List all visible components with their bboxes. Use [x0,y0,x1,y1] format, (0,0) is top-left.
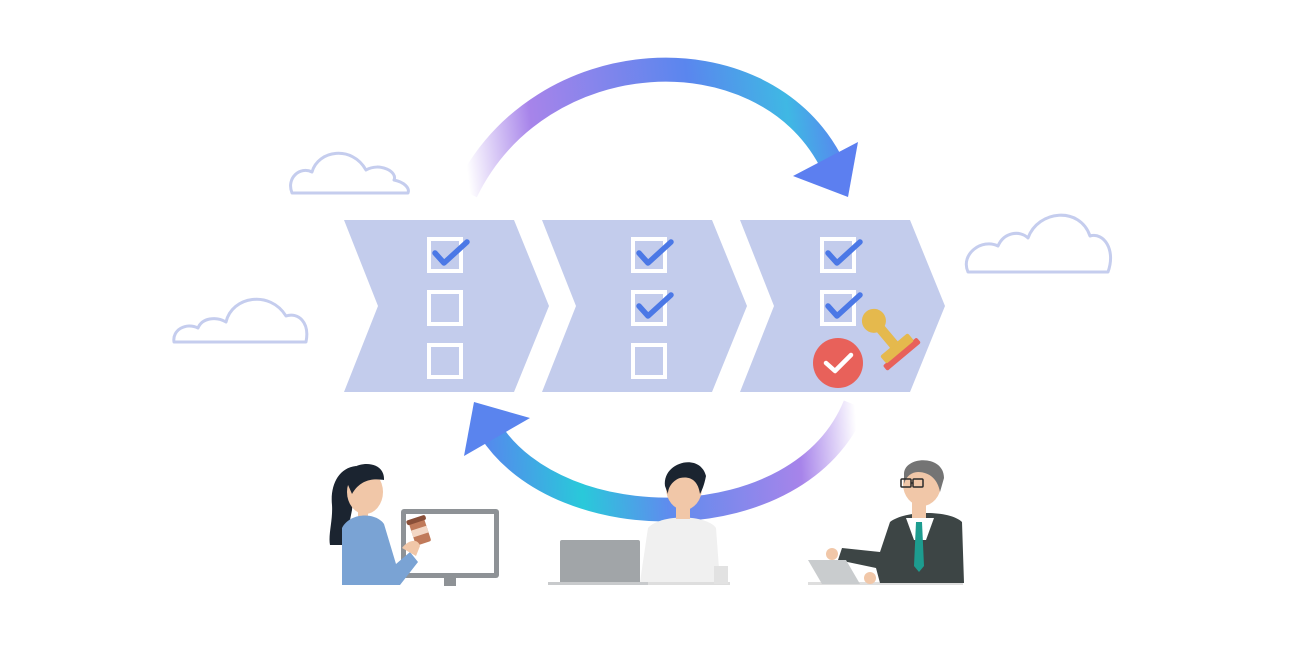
woman-with-coffee-at-monitor [329,464,499,586]
hair [664,462,706,494]
checkbox-icon [427,237,463,273]
rubber-stamp-icon [861,308,921,371]
checkbox-icon [820,237,856,273]
approval-check-icon [813,338,863,388]
laptop [808,560,860,584]
laptop [560,540,640,584]
checkmark-icon [825,292,863,319]
businessman-with-laptop [808,460,964,585]
checkmark-icon [432,239,470,266]
hair [904,460,944,492]
man-shirt [640,517,720,582]
workflow-stage-2 [542,220,747,392]
tie [914,522,924,572]
approval-group [813,308,921,388]
cycle-arrow-top [455,57,858,198]
glasses-icon [900,478,924,488]
checkbox-icon [631,343,667,379]
checkmark-icon [636,239,674,266]
woman-shirt [342,515,418,585]
checkmark-icon [823,352,854,374]
arrowhead-icon [793,142,858,197]
checkmark-icon [825,239,863,266]
workflow-stage-1 [344,220,549,392]
checkbox-icon [631,290,667,326]
man-at-laptop [548,462,730,585]
checkbox-icon [427,290,463,326]
coffee-cup-icon [406,515,431,546]
checkmark-icon [636,292,674,319]
curved-arrow-icon [455,57,841,198]
checkbox-icon [820,290,856,326]
cycle-arrow-bottom [464,400,867,522]
suit [838,513,964,583]
arrowhead-icon [464,402,530,456]
checkbox-icon [427,343,463,379]
cloud-icon [172,297,309,344]
cloud-icon [289,151,410,195]
checkbox-icon [631,237,667,273]
cloud-icon [964,213,1113,274]
workflow-stages [344,220,945,392]
